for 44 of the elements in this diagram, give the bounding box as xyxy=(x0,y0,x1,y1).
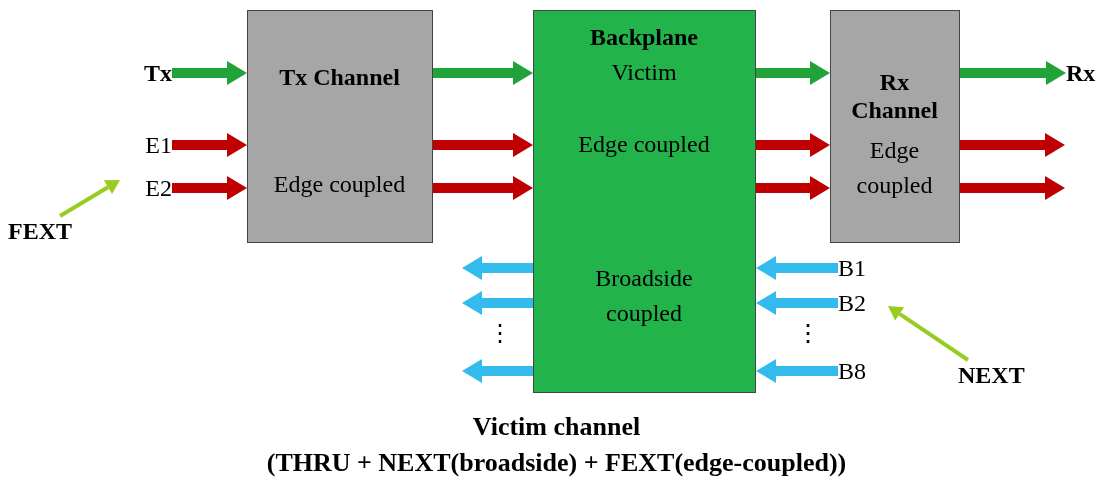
block-title: Backplane xyxy=(589,23,699,51)
process-box xyxy=(533,10,756,393)
leader-arrow xyxy=(888,306,970,362)
channel-title: Rx Channel xyxy=(850,68,939,124)
block-description: Edge coupled xyxy=(577,130,711,159)
signal-arrow xyxy=(756,256,838,280)
signal-arrow xyxy=(756,291,838,315)
line-label: B1 xyxy=(838,253,888,283)
signal-arrow xyxy=(756,133,830,157)
signal-arrow xyxy=(172,176,247,200)
line-label: B8 xyxy=(838,356,888,386)
signal-arrow xyxy=(756,61,830,85)
channel-title: Tx Channel xyxy=(278,63,401,91)
channel-description: Edge coupled xyxy=(855,136,934,200)
signal-arrow xyxy=(960,61,1066,85)
signal-arrow xyxy=(433,176,533,200)
ellipsis-dots: ⋮ xyxy=(796,319,820,348)
signal-arrow xyxy=(756,359,838,383)
signal-label: Rx xyxy=(1066,58,1111,88)
process-box xyxy=(830,10,960,243)
channel-description: Edge coupled xyxy=(272,170,407,199)
signal-arrow xyxy=(172,61,247,85)
signal-arrow xyxy=(960,176,1065,200)
signal-arrow xyxy=(462,291,533,315)
block-subtitle: Victim xyxy=(610,58,678,87)
signal-arrow xyxy=(960,133,1065,157)
process-box xyxy=(247,10,433,243)
line-label: E2 xyxy=(120,173,172,203)
signal-arrow xyxy=(433,133,533,157)
signal-label: Tx xyxy=(108,58,172,88)
ellipsis-dots: ⋮ xyxy=(488,319,512,348)
signal-arrow xyxy=(462,359,533,383)
block-description: Broadside coupled xyxy=(594,264,694,328)
caption-title: Victim channel xyxy=(471,412,642,442)
signal-arrow xyxy=(756,176,830,200)
line-label: B2 xyxy=(838,288,888,318)
signal-label: NEXT xyxy=(958,360,1058,392)
leader-arrow xyxy=(58,180,120,218)
signal-arrow xyxy=(172,133,247,157)
signal-arrow xyxy=(433,61,533,85)
signal-label: FEXT xyxy=(8,216,108,248)
caption-text: (THRU + NEXT(broadside) + FEXT(edge-coupled)) xyxy=(265,448,848,478)
line-label: E1 xyxy=(120,130,172,160)
signal-arrow xyxy=(462,256,533,280)
